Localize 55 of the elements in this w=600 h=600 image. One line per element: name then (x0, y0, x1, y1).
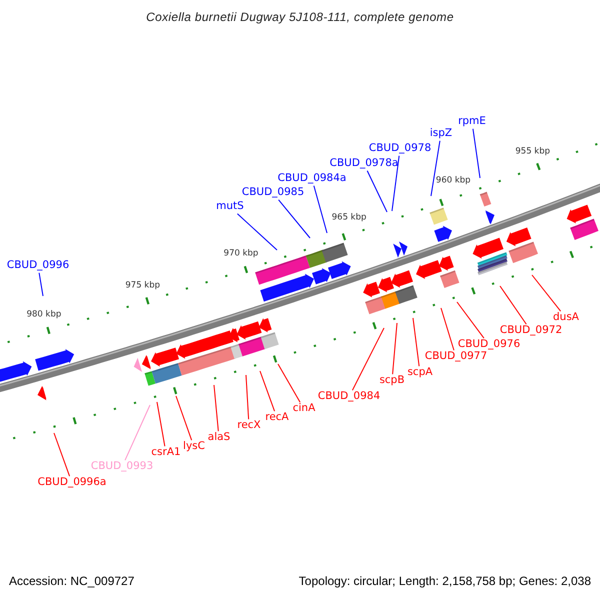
gene-label: cinA (292, 403, 316, 415)
gene-label: CBUD_0978a (330, 158, 398, 170)
map-title: Coxiella burnetii Dugway 5J108-111, complete genome (145, 11, 455, 24)
accession-text: Accession: NC_009727 (9, 575, 134, 588)
gene-label: rpmE (458, 116, 486, 128)
leader-line (236, 213, 278, 250)
genome-stats-text: Topology: circular; Length: 2,158,758 bp; Genes: 2,038 (298, 575, 591, 588)
leader-line (440, 308, 454, 351)
leader-line (260, 370, 276, 412)
gene-label: CBUD_0984a (278, 173, 346, 185)
tick-label: 980 kbp (26, 310, 62, 320)
leader-line (430, 140, 440, 196)
gene-label: lysC (183, 441, 205, 453)
leader-line (124, 404, 150, 461)
leader-line (392, 322, 398, 375)
gene-label: recA (265, 412, 289, 424)
leader-line (352, 328, 384, 391)
gene-label: CBUD_0977 (424, 351, 488, 363)
gene-label: scpB (379, 375, 405, 387)
leader-line (54, 432, 70, 477)
leader-line (366, 170, 388, 212)
gene-label: alaS (208, 432, 230, 444)
leader-line (38, 272, 44, 296)
leader-line (278, 364, 301, 403)
leader-line (313, 185, 328, 234)
leader-line (412, 318, 420, 367)
gene-label: csrA1 (151, 447, 181, 459)
tick-label: 960 kbp (436, 176, 471, 186)
leader-line (456, 302, 484, 339)
tick-label: 955 kbp (515, 146, 550, 156)
gene-label: CBUD_0978 (368, 143, 432, 155)
gene-label: CBUD_0984 (318, 391, 380, 403)
gene-label: dusA (553, 312, 579, 324)
gene-label: CBUD_0993 (90, 461, 154, 473)
leader-line (278, 199, 310, 238)
leader-line (532, 274, 562, 312)
gene-label: CBUD_0996a (38, 477, 106, 489)
leader-line (156, 402, 166, 447)
gene-label: CBUD_0985 (242, 187, 304, 199)
tick-label: 970 kbp (224, 250, 258, 260)
leader-line (392, 155, 400, 212)
gene-label: ispZ (430, 128, 452, 140)
leader-line (176, 396, 192, 441)
leader-line (246, 374, 250, 420)
gene-label: CBUD_0972 (500, 325, 562, 337)
leader-line (214, 384, 219, 432)
gene-label: CBUD_0996 (6, 260, 70, 272)
tick-label: 975 kbp (125, 280, 160, 290)
tick-label: 965 kbp (332, 213, 366, 223)
gene-label: recX (237, 420, 261, 432)
gene-label: CBUD_0976 (458, 339, 520, 351)
gene-label: mutS (216, 201, 244, 213)
leader-line (500, 286, 527, 325)
gene-label: scpA (407, 367, 433, 379)
leader-line (472, 128, 480, 178)
